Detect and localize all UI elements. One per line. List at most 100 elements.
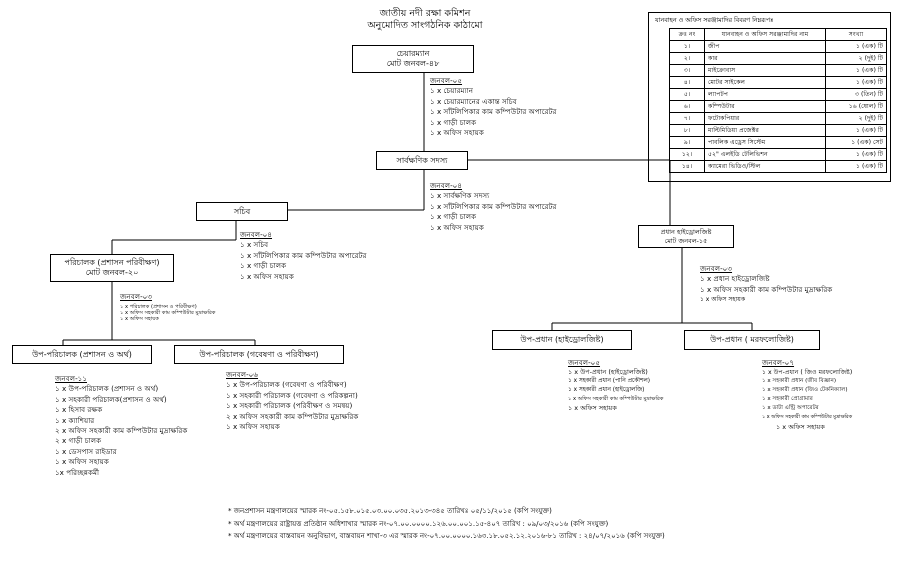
cell-count: ২ (দুই) টি [825,52,887,65]
chairman-total: মোট জনবল-৪৮ [386,59,440,68]
list-item: ১ x গাড়ী চালক [240,261,287,271]
list-item: ১ x হিসাব রক্ষক [55,405,103,415]
member-title: সার্বক্ষণিক সদস্য [396,155,448,165]
sub-hydro-title: উপ-প্রধান (হাইড্রোলজিষ্ট) [520,335,604,344]
hydrologist-box: প্রধান হাইড্রোলজিষ্ট মোট জনবল-১৫ [638,225,734,248]
list-item: ১ x উপ-পরিচালক (প্রশাসন ও অর্থ) [55,384,159,394]
secretary-box: সচিব [196,202,288,221]
list-item: ১ x অফিস সহকারী কাম কম্পিউটার মুদ্রাক্ষর… [568,396,664,403]
director-box: পরিচালক (প্রশাসন পরিবীক্ষণ) মোট জনবল-২০ [50,254,174,282]
vehicle-equipment-panel: যানবাহন ও অফিস সরঞ্জামাদির বিবরণ নিম্নরূ… [648,12,891,182]
cell-serial: ৫। [669,88,705,101]
cell-count: ১ (এক) টি [825,40,887,53]
list-item: ২ x গাড়ী চালক [55,436,102,446]
cell-serial: ৭। [669,112,705,125]
list-item: ১ x চেয়ারম্যানের একান্ত সচিব [430,96,517,106]
deputy-admin-manpower: জনবল-১১ [55,374,87,383]
list-item: ২ x অফিস সহকারী কাম কম্পিউটার মুদ্রাক্ষর… [55,426,188,436]
cell-serial: ২। [669,52,705,65]
cell-name: কম্পিউটার [704,100,826,113]
list-item: ১ x ডাটা এন্ট্রি অপারেটর [762,405,819,412]
list-item: ১ x পরিচালক (প্রশাসন ও পরিবীক্ষণ) [120,304,197,310]
sub-hydro-box: উপ-প্রধান (হাইড্রোলজিষ্ট) [492,330,632,350]
list-item: ১ x অফিস সহায়ক [430,222,484,232]
director-staff-items: ১ x পরিচালক (প্রশাসন ও পরিবীক্ষণ) ১ x অফ… [120,304,216,323]
cell-count: ১৬ (ষোল) টি [825,100,887,113]
list-item: ১ x অফিস সহায়ক [120,316,159,323]
deputy-research-box: উপ-পরিচালক (গবেষণা ও পরিবীক্ষণ) [174,345,344,364]
footnotes: * জনপ্রশাসন মন্ত্রণালয়ের স্মারক নং-০৫.১… [228,505,665,543]
cell-serial: ৬। [669,100,705,113]
cell-count: ১ (এক) টি [825,148,887,161]
cell-name: মাল্টিমিডিয়া প্রজেক্টর [704,124,826,137]
list-item: ১ x অফিস সহায়ক [240,271,294,281]
list-item: ১ x উপ-প্রধান (হাইড্রোলজিষ্ট) [568,368,648,377]
cell-serial: ৪। [669,76,705,89]
list-item: ১ x ডেসপাস রাইডার [55,446,117,456]
list-item: ১ x অফিস সহায়ক [226,422,280,432]
chart-subtitle: অনুমোদিত সাংগঠনিক কাঠামো [367,20,483,31]
cell-serial: ৩। [669,64,705,77]
list-item: ১ x সহকারী প্রধান (জীব বিজ্ঞান) [762,378,837,385]
cell-name: ক্যামেরা ভিডিও/স্টিল [704,160,826,173]
list-item: ১ x সাঁটলিপিকার কাম কম্পিউটার অপারেটর [430,201,557,211]
deputy-admin-title: উপ-পরিচালক (প্রশাসন ও অর্থ) [32,349,132,359]
vehicle-table: ক্রঃ নং যানবাহন ও অফিস সরঞ্জামাদির নাম স… [669,28,887,173]
deputy-research-staff-list: জনবল-০৬ ১ x উপ-পরিচালক (গবেষণা ও পরিবীক্… [226,370,358,432]
list-item: ১ x অফিস সহকারী কাম কম্পিউটার মুদ্রাক্ষর… [120,310,216,317]
cell-serial: ১৪। [669,160,705,173]
hydrologist-manpower: জনবল-০৩ [700,264,733,273]
sub-morph-box: উপ-প্রধান ( মরফলোজিষ্ট) [684,330,820,350]
cell-name: ৫২" এলইডি টেলিভিশন [704,148,826,161]
list-item: ১ x অফিস সহায়ক [430,128,484,138]
list-item: ১ x সহকারী প্রধান (হাইড্রোলজি) [568,387,645,394]
cell-serial: ১২। [669,148,705,161]
list-item: ১ x চেয়ারম্যান [430,86,474,96]
deputy-research-title: উপ-পরিচালক (গবেষণা ও পরিবীক্ষণ) [199,349,319,359]
director-staff-list: জনবল-০৩ [120,292,152,302]
list-item: ১ x সহকারী প্রোগ্রামার [762,396,813,403]
cell-count: ১ (এক) সেট [825,136,887,149]
chairman-box: চেয়ারম্যান মোট জনবল-৪৮ [352,45,474,73]
list-item: ১ x প্রধান হাইড্রোলজিষ্ট [700,274,770,284]
deputy-research-manpower: জনবল-০৬ [226,370,259,379]
commission-title: জাতীয় নদী রক্ষা কমিশন [379,8,471,19]
list-item: ১ x গাড়ী চালক [430,212,477,222]
list-item: ১ x সহকারী প্রধান (পানি প্রকৌশল) [568,378,650,385]
list-item: ১ x অফিস সহায়ক [568,404,617,413]
table-header-row: ক্রঃ নং যানবাহন ও অফিস সরঞ্জামাদির নাম স… [669,28,887,41]
sub-morph-staff-list: জনবল-০৭ ১ x উপ-প্রধান ( জিও মরফলোজিষ্ট) … [762,358,852,432]
cell-count: ১ (এক) টি [825,76,887,89]
sub-morph-manpower: জনবল-০৭ [762,358,795,367]
col-header-count: সংখ্যা [825,28,887,41]
list-item: ১ x সার্বক্ষণিক সদস্য [430,191,490,201]
list-item: ১ x সহকারী পরিচালক (গবেষণা ও পরিকল্পনা) [226,390,358,400]
cell-serial: ১। [669,40,705,53]
director-manpower: জনবল-০৩ [120,292,153,301]
sub-morph-title: উপ-প্রধান ( মরফলোজিষ্ট) [710,335,794,344]
deputy-admin-box: উপ-পরিচালক (প্রশাসন ও অর্থ) [12,345,152,364]
cell-name: ফটোকপিয়ার [704,112,826,125]
chairman-manpower: জনবল-০৫ [430,76,463,85]
list-item: ১ x উপ-প্রধান ( জিও মরফলোজিষ্ট) [762,369,853,377]
cell-name: মোটর সাইকেল [704,76,826,89]
cell-serial: ৯। [669,136,705,149]
cell-name: পাবলিক এড্রেস সিস্টেম [704,136,826,149]
footnote: * অর্থ মন্ত্রণালয়ের রাষ্ট্রায়ত্ত প্রতি… [228,519,609,528]
cell-serial: ৮। [669,124,705,137]
col-header-name: যানবাহন ও অফিস সরঞ্জামাদির নাম [704,28,826,41]
sub-hydro-manpower: জনবল-০৫ [568,358,601,367]
list-item: ১ x সচিব [240,240,269,250]
chairman-title: চেয়ারম্যান [396,49,430,58]
